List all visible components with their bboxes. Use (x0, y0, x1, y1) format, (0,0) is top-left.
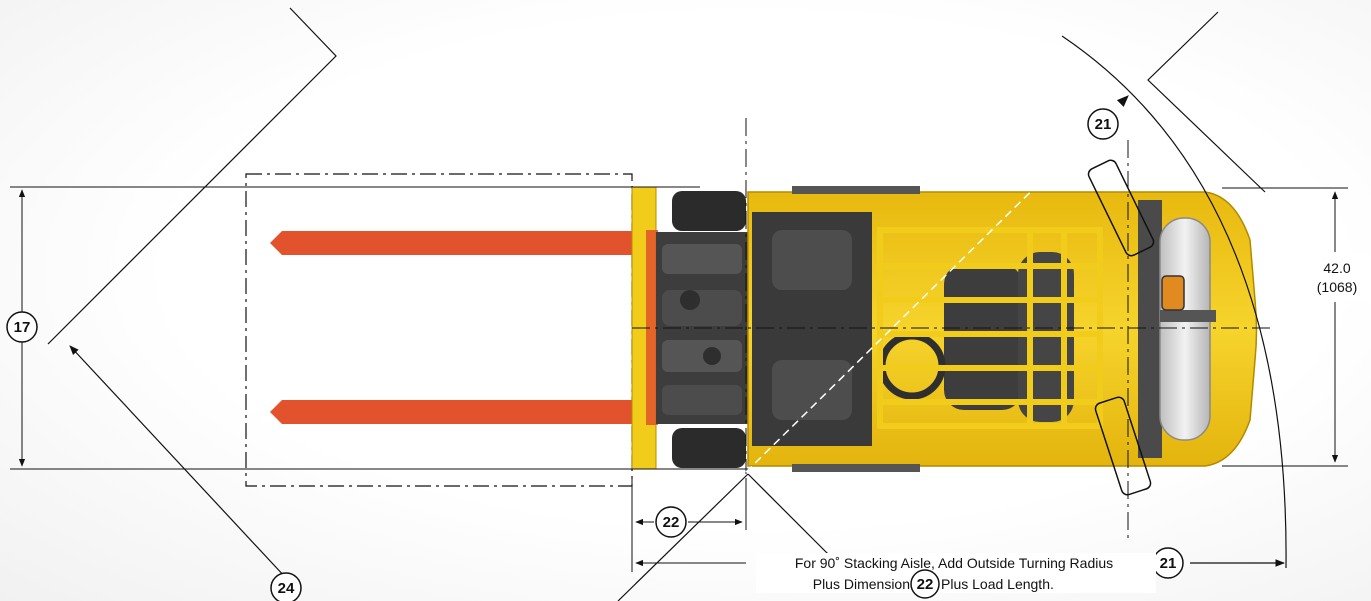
lower-fork (270, 400, 636, 424)
front-right-wheel (672, 428, 746, 468)
carriage-face (646, 230, 658, 425)
note-bg (756, 553, 1156, 593)
dimension-22 (631, 478, 747, 572)
svg-text:21: 21 (1095, 116, 1112, 133)
dimension-width-mm: (1068) (1317, 279, 1357, 295)
centerlines (632, 118, 1272, 540)
svg-text:22: 22 (917, 576, 934, 593)
callout-21-bottom: 21 (1152, 547, 1184, 579)
lpg-tank (1159, 217, 1216, 441)
load-outline (245, 173, 633, 487)
turning-radius (745, 11, 1287, 569)
aisle-note-line2-post: Plus Load Length. (941, 576, 1054, 592)
rear-left-wheel-outline (1087, 159, 1155, 257)
front-left-wheel (672, 191, 746, 231)
callout-22: 22 (655, 506, 687, 538)
svg-text:22: 22 (663, 514, 680, 531)
callout-22-note: 22 (910, 569, 940, 599)
svg-text:21: 21 (1160, 555, 1177, 572)
dimension-width (1222, 187, 1348, 467)
svg-text:24: 24 (278, 580, 295, 597)
upper-fork (270, 231, 636, 255)
svg-text:17: 17 (14, 319, 31, 336)
callout-21-top: 21 (1087, 108, 1119, 140)
dimension-label-bg (1305, 252, 1369, 302)
rear-right-wheel-outline (1094, 396, 1152, 496)
dimension-width-in: 42.0 (1323, 260, 1350, 276)
forks (270, 231, 636, 424)
aisle-note-line2-pre: Plus Dimension (813, 576, 910, 592)
right-angle-stack-lines (47, 7, 843, 601)
aisle-note-line1: For 90˚ Stacking Aisle, Add Outside Turn… (795, 555, 1113, 571)
callout-24: 24 (270, 572, 302, 601)
callout-17: 17 (6, 311, 38, 343)
